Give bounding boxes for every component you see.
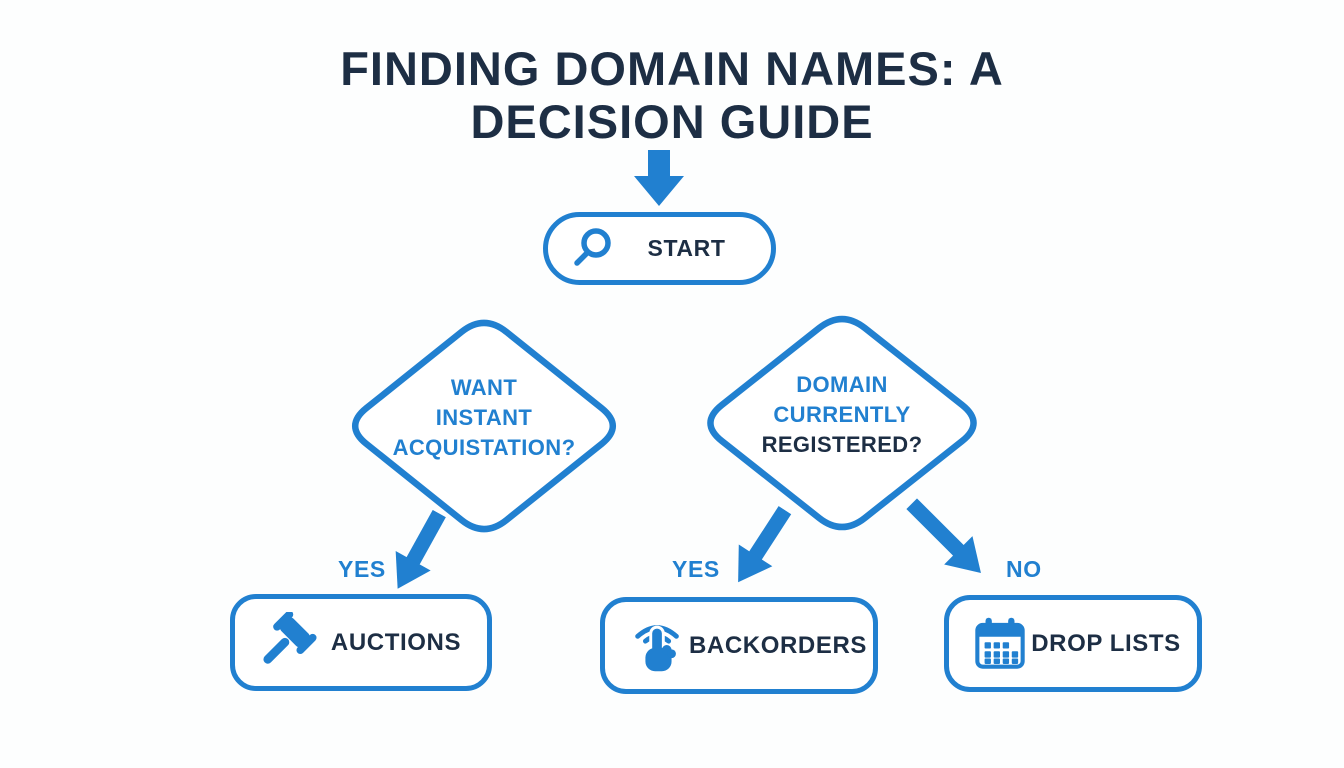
decision-left-line-2: INSTANT (435, 405, 533, 431)
tap-icon (627, 615, 689, 677)
page-title: FINDING DOMAIN NAMES: A DECISION GUIDE (0, 42, 1344, 148)
decision-diamond-instant-acquisition: WANT INSTANT ACQUISTATION? (337, 306, 631, 546)
decision-right-text: DOMAIN CURRENTLY REGISTERED? (692, 302, 992, 544)
title-line-2: DECISION GUIDE (470, 95, 874, 149)
outcome-backorders: BACKORDERS (600, 597, 878, 694)
decision-left-line-1: WANT (450, 375, 518, 401)
arrow-yes-to-backorders (738, 506, 792, 583)
gavel-icon (257, 611, 319, 674)
decision-right-line-1: DOMAIN (796, 372, 888, 398)
arrow-down-to-start (634, 150, 684, 206)
outcome-droplists-label: DROP LISTS (1031, 629, 1181, 657)
branch-label-yes-left: YES (338, 556, 386, 582)
decision-right-line-2: CURRENTLY (773, 402, 911, 428)
search-icon (570, 226, 616, 272)
outcome-auctions: AUCTIONS (230, 594, 492, 691)
arrow-no-to-droplists (906, 498, 981, 573)
diamond-shape (707, 315, 977, 531)
decision-right-line-3: REGISTERED? (761, 431, 923, 457)
arrow-yes-to-auctions (395, 509, 446, 589)
decision-left-line-3: ACQUISTATION? (392, 434, 576, 460)
decision-left-text: WANT INSTANT ACQUISTATION? (337, 306, 631, 546)
outcome-backorders-label: BACKORDERS (689, 631, 868, 659)
start-node: START (543, 212, 776, 285)
branch-label-no-right: NO (1006, 556, 1042, 582)
branch-label-yes-middle: YES (672, 556, 720, 582)
decision-diamond-domain-registered: DOMAIN CURRENTLY REGISTERED? (692, 302, 992, 544)
start-label: START (647, 235, 726, 261)
outcome-droplists: DROP LISTS (944, 595, 1202, 692)
title-line-1: FINDING DOMAIN NAMES: A (340, 42, 1004, 95)
diamond-shape (351, 319, 617, 533)
outcome-auctions-label: AUCTIONS (330, 628, 462, 656)
calendar-icon (971, 615, 1029, 673)
